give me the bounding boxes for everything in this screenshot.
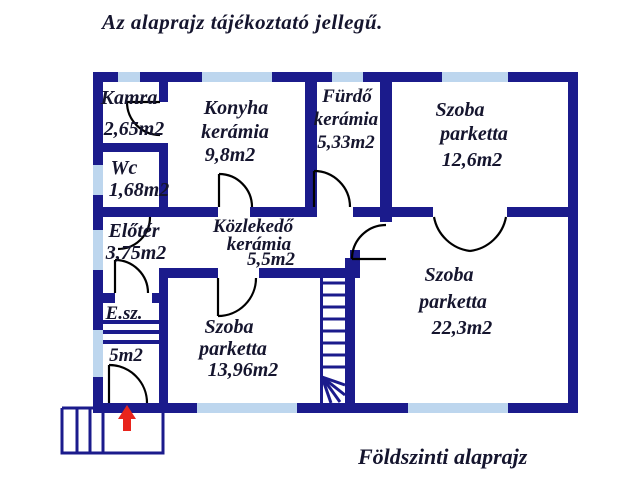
room-label-Szoba: parketta [417, 291, 487, 313]
windows [93, 72, 508, 413]
wall-wc-divider [159, 143, 168, 217]
room-label-Wc: 1,68m2 [109, 179, 170, 201]
room-label-Kamra: Kamra [100, 87, 158, 109]
window-esz [93, 330, 103, 377]
door-szoba-13 [216, 277, 258, 318]
room-label-Szoba: Szoba [425, 264, 474, 286]
wall-right [568, 72, 578, 413]
disclaimer-title: Az alaprajz tájékoztató jellegű. [102, 10, 383, 34]
entrance-arrow-icon [118, 405, 136, 431]
entrance-porch [60, 406, 165, 455]
room-label-Fürdő: Fürdő [321, 86, 373, 107]
room-label-E.sz.: E.sz. [105, 303, 143, 324]
stair-winder [320, 376, 333, 404]
door-szoba-22 [350, 223, 387, 261]
double-door-szoba-12 [432, 216, 508, 253]
room-label-Szoba: Szoba [436, 99, 485, 121]
wall-szoba3-top-left [160, 268, 218, 278]
room-label-Közlekedő: kerámia [227, 234, 292, 255]
wall-szoba3-left [159, 268, 168, 413]
room-label-E.sz.: 5m2 [109, 345, 143, 366]
room-label-Közlekedő: Közlekedő [212, 216, 295, 237]
arrow-head [118, 405, 136, 419]
wall-mid-1 [93, 207, 218, 217]
wall-kozlekedo-stub [380, 207, 392, 222]
plan-caption: Földszinti alaprajz [358, 444, 528, 469]
door-entrance [107, 363, 149, 404]
wall-bottom [93, 403, 578, 413]
room-label-Előtér: Előtér [107, 220, 159, 242]
wall-konyha-furdo-divider [305, 72, 317, 217]
arrow-stem [123, 419, 131, 431]
window-szoba-13 [197, 403, 297, 413]
window-szoba-12 [442, 72, 508, 82]
window-wc [93, 165, 103, 195]
window-kamra [118, 72, 140, 82]
room-label-Fürdő: kerámia [314, 109, 379, 130]
door-konyha [217, 172, 254, 208]
window-konyha [202, 72, 272, 82]
window-furdo [332, 72, 363, 82]
wall-mid-2 [250, 207, 314, 217]
staircase [320, 278, 346, 404]
wall-szoba3-top-right [259, 268, 360, 278]
doors [107, 100, 508, 404]
wall-eloter-bottom-left [93, 293, 115, 303]
door-eloter [113, 258, 150, 294]
room-label-Szoba: parketta [438, 123, 508, 145]
room-label-Szoba: parketta [197, 338, 267, 360]
room-label-Fürdő: 5,33m2 [317, 132, 375, 153]
window-eloter [93, 230, 103, 270]
room-label-Szoba: 13,96m2 [208, 359, 279, 381]
room-label-Kamra: 2,65m2 [103, 118, 165, 140]
room-label-Szoba: 12,6m2 [442, 149, 503, 171]
room-label-Konyha: kerámia [201, 121, 269, 143]
wall-kamra-divider [159, 72, 168, 102]
door-furdo [312, 169, 352, 208]
window-szoba-22 [408, 403, 508, 413]
esz-steps [103, 320, 159, 344]
room-label-Előtér: 3,75m2 [105, 242, 167, 264]
wall-mid-4 [507, 207, 578, 217]
room-label-Wc: Wc [111, 157, 138, 179]
esz-step-line [103, 320, 159, 324]
door-wc [117, 216, 152, 251]
room-label-Szoba: Szoba [205, 316, 254, 338]
wall-mid-3 [353, 207, 433, 217]
room-label-Szoba: 22,3m2 [431, 317, 493, 339]
stair-left-edge [320, 278, 323, 403]
esz-step-line [103, 340, 159, 344]
door-kamra [125, 100, 161, 137]
wall-kamra-bottom [93, 143, 168, 152]
room-label-Konyha: 9,8m2 [205, 144, 256, 166]
wall-furdo-szoba-divider [380, 72, 392, 217]
room-label-Konyha: Konyha [203, 97, 268, 119]
esz-step-line [103, 330, 159, 334]
wall-stair-right [345, 258, 355, 413]
room-label-Közlekedő: 5,5m2 [247, 249, 296, 270]
